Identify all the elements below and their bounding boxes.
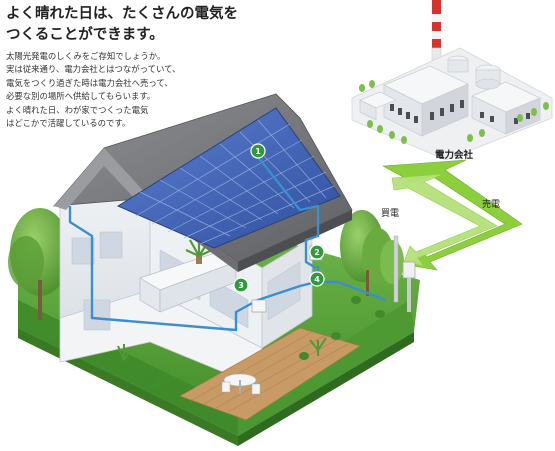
electricity-flow bbox=[381, 159, 523, 271]
marker-3: 3 bbox=[233, 277, 249, 293]
tree-left bbox=[8, 208, 70, 320]
description-line-3: 電気をつくり過ぎた時は電力会社へ売って、 bbox=[6, 77, 173, 88]
patio-table bbox=[221, 373, 261, 395]
svg-text:4: 4 bbox=[314, 275, 320, 284]
distribution-board bbox=[251, 299, 267, 313]
marker-4: 4 bbox=[309, 271, 325, 287]
description-line-5: よく晴れた日、わが家でつくった電気 bbox=[6, 104, 149, 115]
solar-panels bbox=[116, 107, 341, 249]
utility-pole-meter bbox=[402, 261, 416, 312]
balcony-plant bbox=[185, 236, 213, 264]
svg-text:3: 3 bbox=[238, 281, 244, 290]
svg-text:2: 2 bbox=[314, 248, 320, 257]
power-plant bbox=[351, 0, 553, 161]
garden-flower-plant bbox=[117, 337, 327, 361]
headline-line-1: よく晴れた日は、たくさんの電気を bbox=[6, 6, 238, 22]
marker-1: 1 bbox=[250, 143, 266, 159]
description-line-2: 実は従来通り、電力会社とはつながっていて、 bbox=[6, 64, 181, 75]
svg-text:1: 1 bbox=[255, 147, 261, 156]
wood-deck bbox=[179, 327, 361, 421]
power-company-label: 電力会社 bbox=[435, 149, 474, 161]
garden-shrubs bbox=[122, 296, 385, 391]
marker-2: 2 bbox=[309, 244, 325, 260]
description: 太陽光発電のしくみをご存知でしょうか。 実は従来通り、電力会社とはつながっていて… bbox=[6, 50, 231, 130]
pole bbox=[393, 235, 399, 303]
headline: よく晴れた日は、たくさんの電気を つくることができます。 bbox=[6, 4, 306, 46]
description-line-1: 太陽光発電のしくみをご存知でしょうか。 bbox=[6, 51, 166, 61]
headline-line-2: つくることができます。 bbox=[6, 27, 164, 43]
sell-label: 売電 bbox=[482, 198, 500, 210]
description-line-6: はどこかで活躍しているのです。 bbox=[6, 118, 131, 129]
sell-arrow bbox=[381, 159, 523, 271]
description-line-4: 必要な別の場所へ供給してもらいます。 bbox=[6, 91, 156, 102]
buy-label: 買電 bbox=[381, 208, 399, 219]
